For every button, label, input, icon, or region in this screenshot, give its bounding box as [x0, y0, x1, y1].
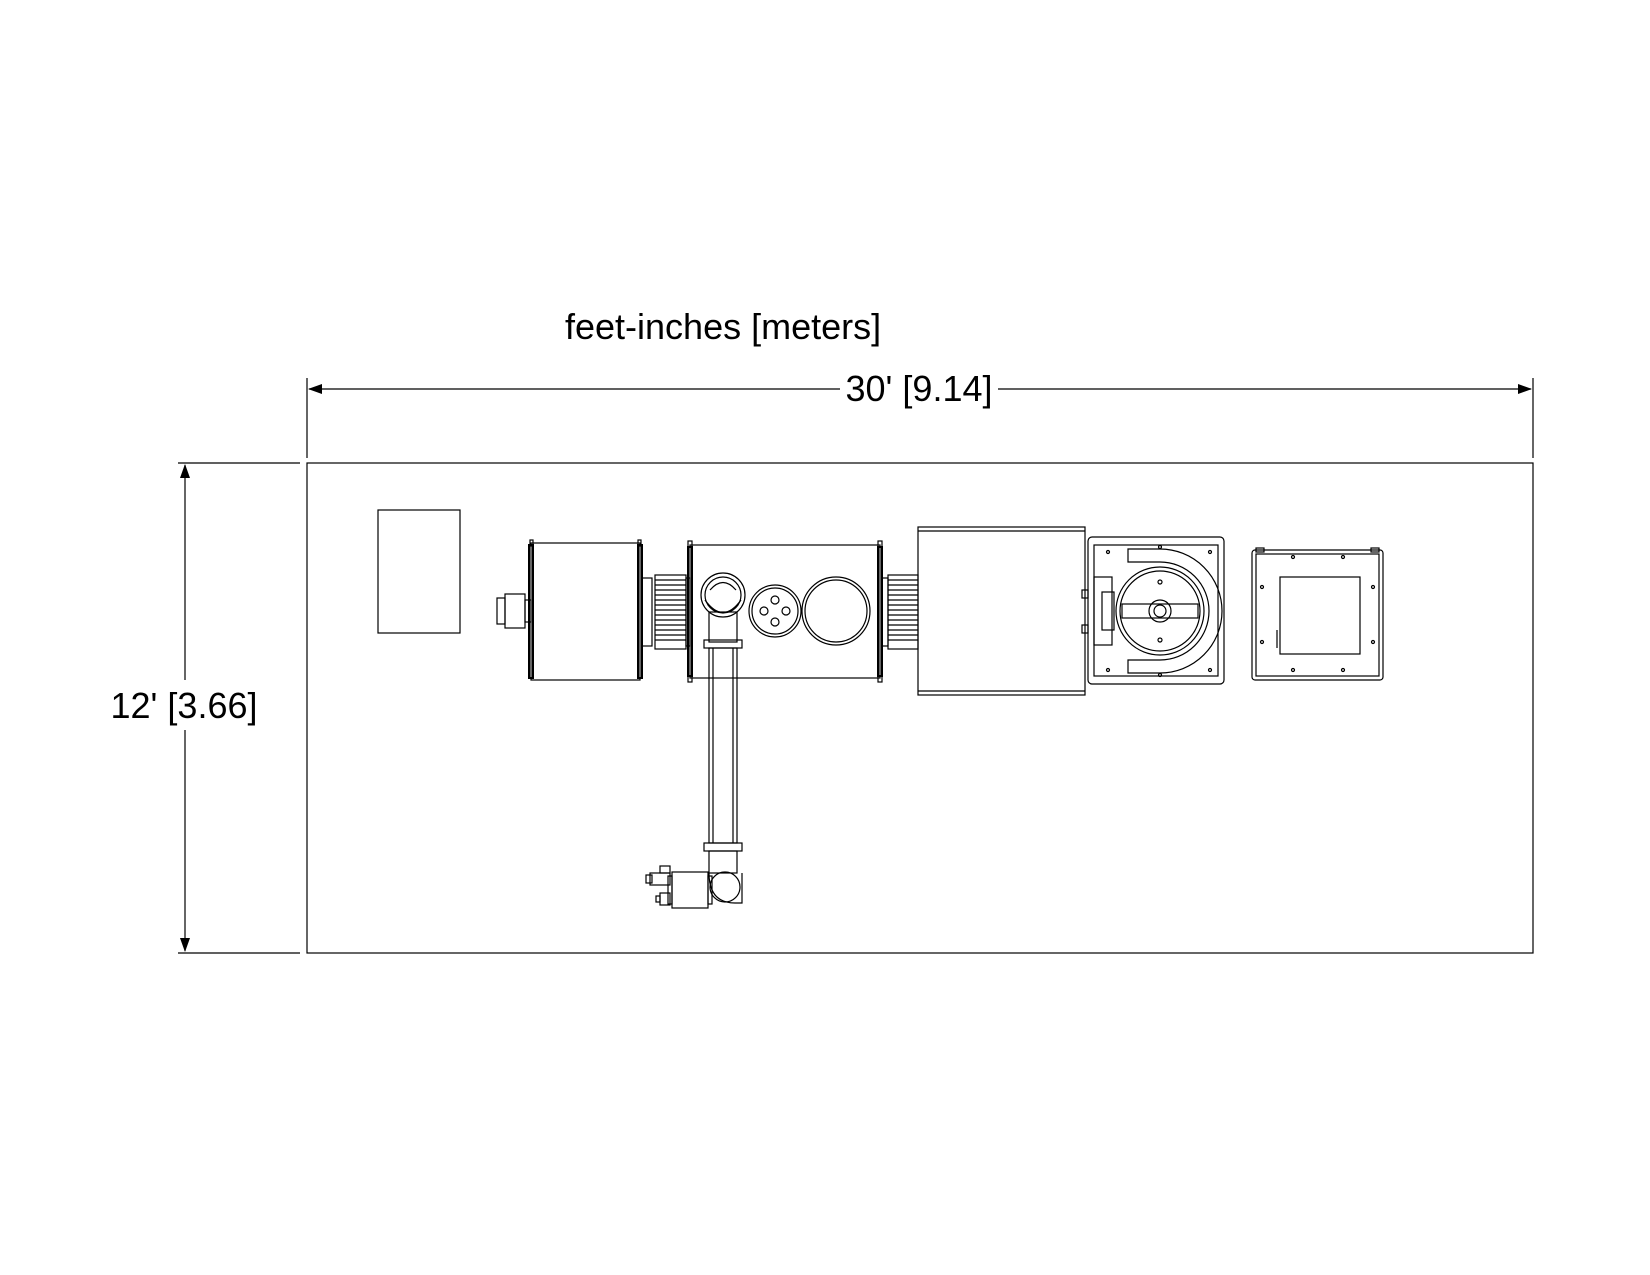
right-bellows [881, 574, 919, 650]
magnet-housing [917, 526, 1086, 696]
height-dimension: 12' [3.66] [100, 462, 300, 954]
room-outline [306, 462, 1534, 954]
left-chamber [496, 539, 643, 681]
height-dimension-label: 12' [3.66] [111, 685, 258, 726]
control-cabinet [377, 509, 461, 634]
width-dimension-label: 30' [9.14] [846, 368, 993, 409]
pump-line-pipe [703, 611, 743, 904]
rotary-stage [1081, 536, 1225, 685]
vacuum-pump [645, 865, 713, 909]
left-bellows [641, 574, 691, 650]
width-dimension: 30' [9.14] [306, 368, 1534, 458]
central-chamber [687, 540, 883, 683]
units-note: feet-inches [meters] [565, 306, 882, 347]
sample-enclosure [1251, 547, 1384, 681]
